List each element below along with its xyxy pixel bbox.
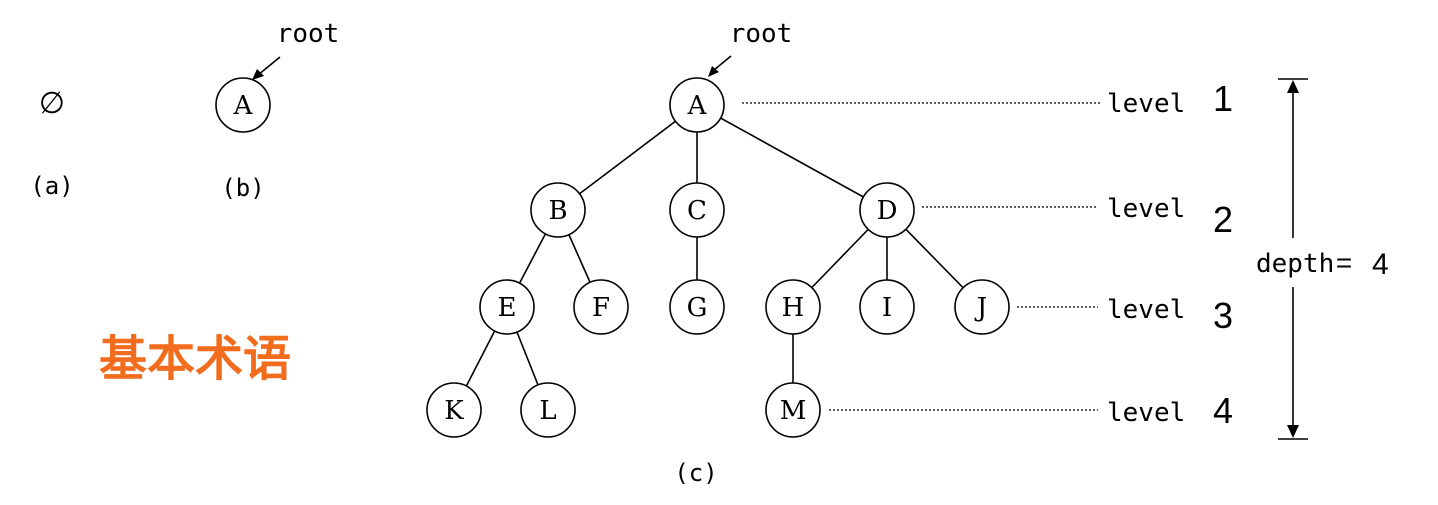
node-label: F [592,293,610,323]
node-label: A [687,91,708,121]
level-label-3: level 3 [1107,295,1233,336]
node-label: I [882,293,892,323]
node-label: D [877,196,898,226]
caption-c: (c) [674,459,717,487]
depth-value: 4 [1372,248,1389,281]
tree-edge-A-D [696,104,888,211]
node-label: G [687,293,708,323]
tree-node-F: F [573,279,629,335]
tree-node-J: J [954,279,1010,335]
tree-node-I: I [859,279,915,335]
level-number: 2 [1213,199,1233,240]
panel-b: root A (b) [215,19,340,202]
level-label-4: level 4 [1107,390,1233,431]
level-label-1: level 1 [1107,78,1233,119]
tree-node-L: L [520,382,576,438]
caption-b: (b) [221,174,264,202]
tree-edge-A-B [557,104,698,211]
level-number: 4 [1213,390,1233,431]
node-label: E [498,293,517,323]
tree-node-E: E [479,279,535,335]
tree-edges [453,104,983,411]
tree-node-A: A [669,77,725,133]
node-label: L [539,396,556,426]
tree-node-K: K [426,382,482,438]
depth-label: depth [1256,249,1334,279]
depth-indicator: depth = 4 [1256,78,1389,440]
tree-node-H: H [765,279,821,335]
root-arrow-c [708,55,732,77]
node-label: M [780,396,807,426]
root-arrow-b [252,56,281,80]
tree-node-D: D [859,182,915,238]
level-number: 3 [1213,295,1233,336]
level-word: level [1107,398,1185,428]
depth-equals: = [1336,247,1352,278]
node-label: A [233,91,254,121]
tree-node-C: C [669,182,725,238]
node-label: H [782,293,805,323]
node-label: K [444,396,464,426]
caption-a: (a) [30,172,73,200]
level-word: level [1107,295,1185,325]
tree-node-G: G [669,279,725,335]
node-label: B [548,196,567,226]
root-label-c: root [730,19,793,49]
tree-node-b-A: A [215,77,271,133]
tree-nodes: A B C D E F G H I J K L M [426,77,1010,438]
level-word: level [1107,194,1185,224]
node-label: J [974,293,987,323]
panel-a: ∅ (a) [30,87,73,200]
level-number: 1 [1213,78,1233,119]
empty-set-symbol: ∅ [39,87,65,120]
page-title: 基本术语 [99,333,291,386]
level-word: level [1107,89,1185,119]
tree-node-M: M [765,382,821,438]
level-label-2: level 2 [1107,194,1233,240]
level-labels: level 1 level 2 level 3 level 4 [1107,78,1233,431]
tree-node-B: B [530,182,586,238]
root-label-b: root [277,19,340,49]
level-leader-lines [742,102,1100,411]
node-label: C [687,196,707,226]
